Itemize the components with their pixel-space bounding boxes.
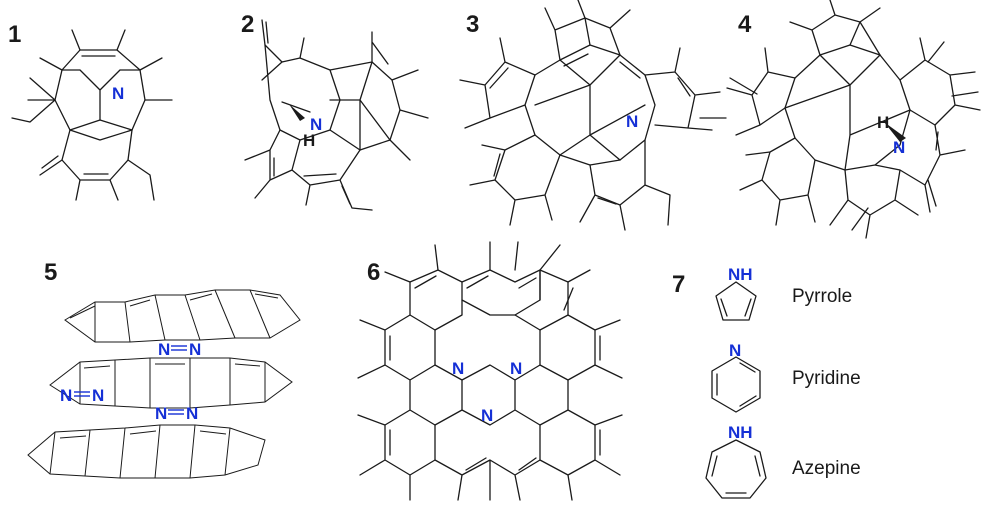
structure-5-layer-bottom [27, 424, 266, 479]
structure-3: 3 N [459, 0, 727, 231]
structure-5-layer-top [64, 289, 301, 343]
nitrogen-label-5e: N [155, 404, 167, 423]
panel-number-6: 6 [367, 259, 380, 286]
structure-2: 2 N H [241, 11, 429, 211]
pyridine-n-label: N [729, 341, 741, 360]
hydrogen-label-4: H [877, 113, 889, 132]
panel-number-7: 7 [672, 271, 685, 298]
structure-5-layer-middle [49, 357, 293, 409]
pyridine-ring: N [711, 341, 761, 413]
nitrogen-label-5c: N [60, 386, 72, 405]
nitrogen-label-4: N [893, 138, 905, 157]
structure-5: 5 N N N N N N [27, 259, 301, 479]
structure-6-skeleton [357, 241, 623, 501]
structure-3-skeleton [459, 0, 727, 231]
nitrogen-label-5f: N [186, 404, 198, 423]
nitrogen-label-5a: N [158, 340, 170, 359]
structure-2-skeleton [244, 19, 429, 211]
panel-number-3: 3 [466, 11, 479, 38]
structure-4: 4 N H [726, 0, 981, 239]
panel-number-1: 1 [8, 21, 21, 48]
nitrogen-label-6a: N [452, 359, 464, 378]
pyrrole-nh-label: NH [728, 265, 753, 284]
azepine-ring: NH [705, 423, 767, 499]
pyrrole-name: Pyrrole [792, 286, 852, 307]
nitrogen-label-3: N [626, 112, 638, 131]
nitrogen-label-6c: N [481, 406, 493, 425]
structure-6: 6 N N N [357, 241, 623, 501]
azepine-nh-label: NH [728, 423, 753, 442]
pyrrole-ring: NH [715, 265, 757, 321]
pyridine-name: Pyridine [792, 368, 861, 389]
structure-1-skeleton [11, 29, 173, 201]
panel-number-2: 2 [241, 11, 254, 38]
panel-number-4: 4 [738, 11, 752, 38]
hydrogen-label-2: H [303, 131, 315, 150]
azepine-name: Azepine [792, 458, 861, 479]
nitrogen-label-2: N [310, 115, 322, 134]
structure-7-legend: 7 NH Pyrrole N Pyridine NH Azepine [672, 265, 861, 499]
nitrogen-label-6b: N [510, 359, 522, 378]
panel-number-5: 5 [44, 259, 57, 286]
nitrogen-label-5d: N [92, 386, 104, 405]
nitrogen-label-5b: N [189, 340, 201, 359]
structure-4-skeleton [726, 0, 981, 239]
nitrogen-label-1: N [112, 84, 124, 103]
structure-1: 1 N [8, 21, 173, 201]
